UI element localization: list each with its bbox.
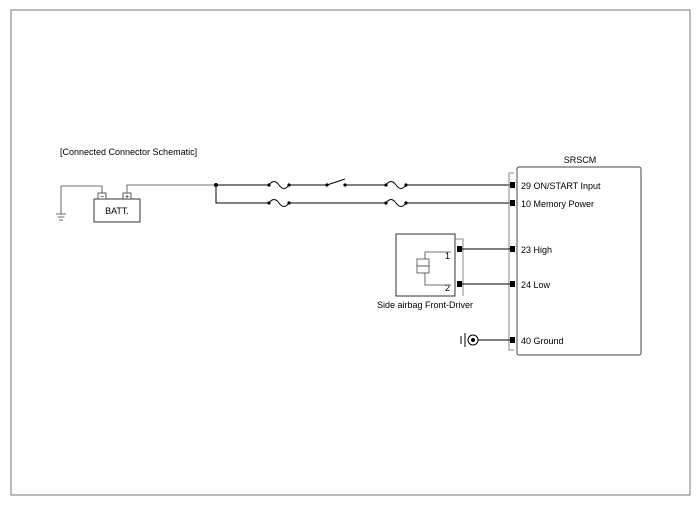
module-pin-23: 23 High xyxy=(510,245,552,255)
fuse-symbol xyxy=(266,199,292,207)
fuse-symbol xyxy=(266,181,292,189)
ground-symbol xyxy=(56,213,66,221)
diagram-frame xyxy=(10,9,691,496)
fuse-symbol xyxy=(383,199,409,207)
battery-ground-group: − + BATT. xyxy=(56,184,216,223)
battery-pos-symbol: + xyxy=(125,194,129,201)
battery-label: BATT. xyxy=(105,206,129,216)
pin-24-label: 24 Low xyxy=(521,280,551,290)
battery-box xyxy=(93,198,141,223)
side-airbag-component: 1 2 Side airbag Front-Driver xyxy=(377,233,473,310)
module-pin-10: 10 Memory Power xyxy=(510,199,594,209)
module-connector-bracket xyxy=(508,172,514,351)
module-name: SRSCM xyxy=(564,155,597,165)
component-connector-bracket xyxy=(455,238,464,296)
schematic-title: [Connected Connector Schematic] xyxy=(60,147,197,157)
component-pin-1-label: 1 xyxy=(445,251,450,261)
component-name: Side airbag Front-Driver xyxy=(377,300,473,310)
pin-29-label: 29 ON/START Input xyxy=(521,181,601,191)
squib-element-icon xyxy=(424,251,451,259)
module-pin-24: 24 Low xyxy=(510,280,551,290)
pin-23-label: 23 High xyxy=(521,245,552,255)
component-pin-2-label: 2 xyxy=(445,283,450,293)
srscm-module: SRSCM 29 ON/START Input 10 Memory Power … xyxy=(508,155,642,356)
module-box xyxy=(516,166,642,356)
fuse-symbol xyxy=(383,181,409,189)
battery-neg-symbol: − xyxy=(100,194,104,201)
chassis-ground-icon xyxy=(460,333,510,347)
component-pin-2 xyxy=(457,281,462,287)
pin-40-label: 40 Ground xyxy=(521,336,564,346)
battery-neg-terminal xyxy=(97,192,107,200)
power-wires xyxy=(214,178,510,207)
ignition-switch xyxy=(326,178,346,186)
module-pin-29: 29 ON/START Input xyxy=(510,181,601,191)
module-pin-40: 40 Ground xyxy=(510,336,564,346)
pin-10-label: 10 Memory Power xyxy=(521,199,594,209)
component-pin-1 xyxy=(457,246,462,252)
